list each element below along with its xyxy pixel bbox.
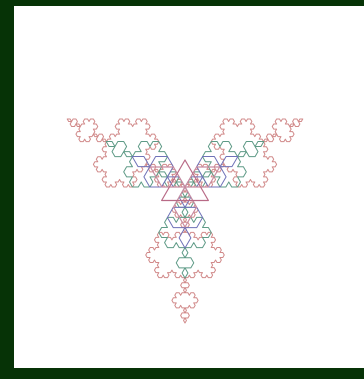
outer-snowflake-curve	[67, 119, 303, 323]
fractal-panel	[14, 6, 364, 368]
third-snowflake-curve	[106, 142, 264, 279]
bottom-border	[0, 368, 364, 379]
center-triangle-curve	[162, 160, 209, 201]
koch-snowflake-image	[14, 6, 364, 368]
